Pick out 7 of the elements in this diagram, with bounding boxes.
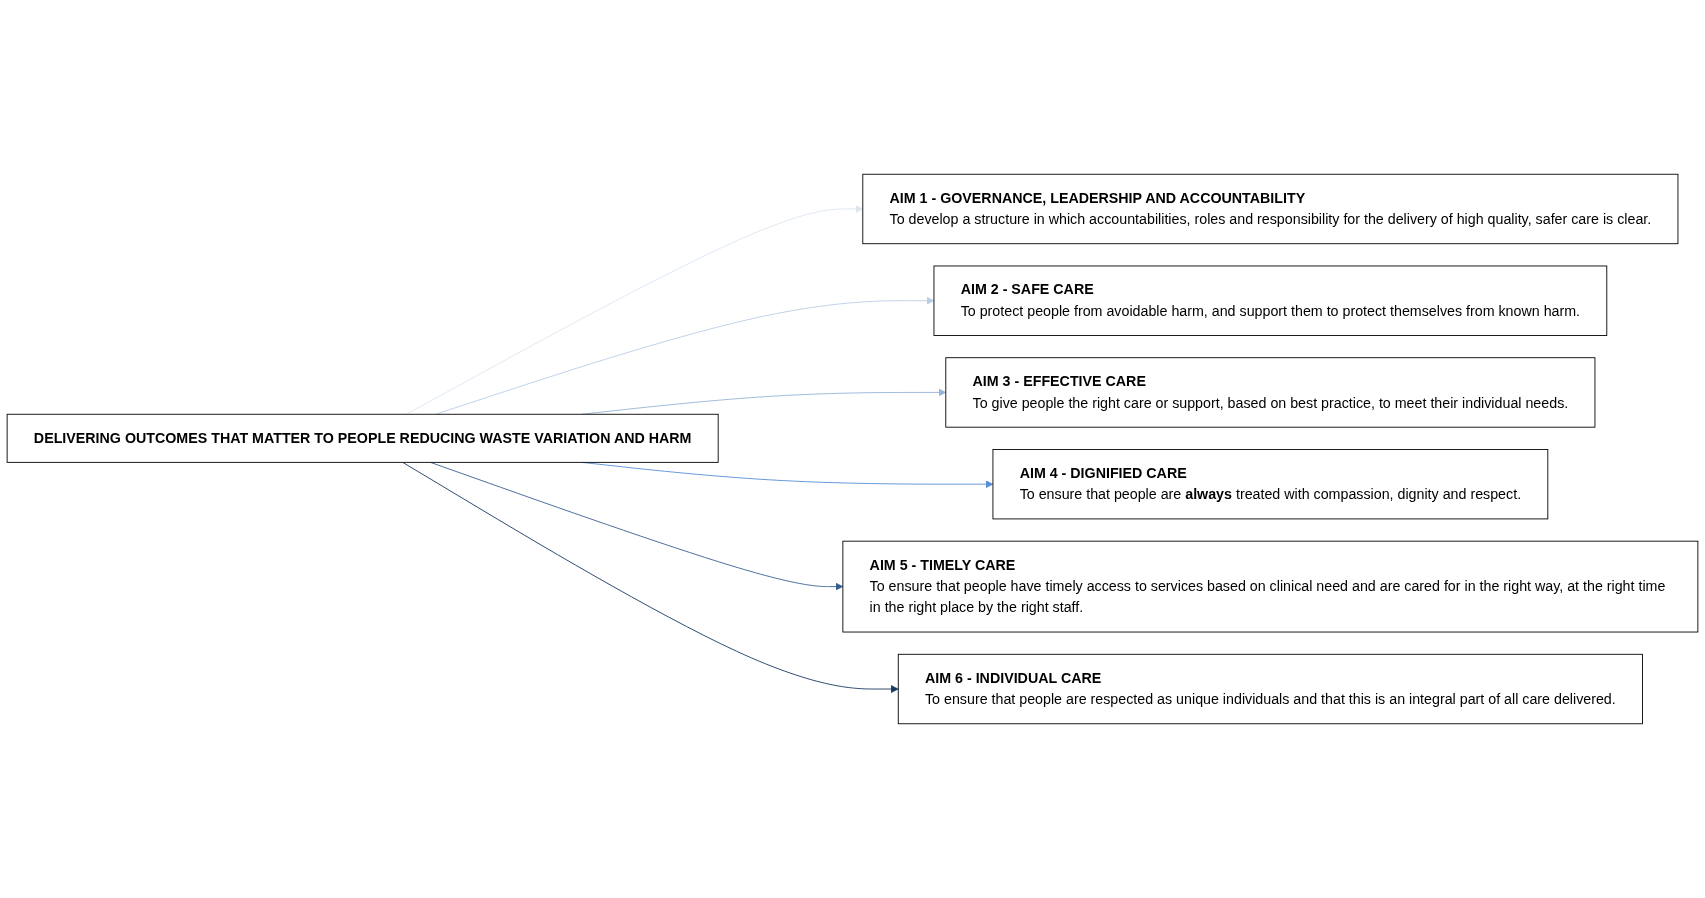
node-box: AIM 5 - TIMELY CARE To ensure that people have timely access to services based on clinical need and are cared for in the right way, at the right time in the right place by the right staff. xyxy=(842,540,1699,633)
node-box: DELIVERING OUTCOMES THAT MATTER TO PEOPLE REDUCING WASTE VARIATION AND HARM xyxy=(6,413,719,463)
node-box: AIM 4 - DIGNIFIED CARE To ensure that people are always treated with compassion, dignity and respect. xyxy=(992,449,1549,520)
node-box: AIM 1 - GOVERNANCE, LEADERSHIP AND ACCOUNTABILITY To develop a structure in which accountabilities, roles and responsibility for the delivery of high quality, safer care is clear. xyxy=(862,173,1679,245)
node-box: AIM 6 - INDIVIDUAL CARE To ensure that people are respected as unique individuals and that this is an integral part of all care delivered. xyxy=(897,653,1643,725)
node-box: AIM 2 - SAFE CARE To protect people from avoidable harm, and support them to protect themselves from known harm. xyxy=(933,265,1608,336)
node-box: AIM 3 - EFFECTIVE CARE To give people the right care or support, based on best practice, to meet their individual needs. xyxy=(945,357,1596,428)
